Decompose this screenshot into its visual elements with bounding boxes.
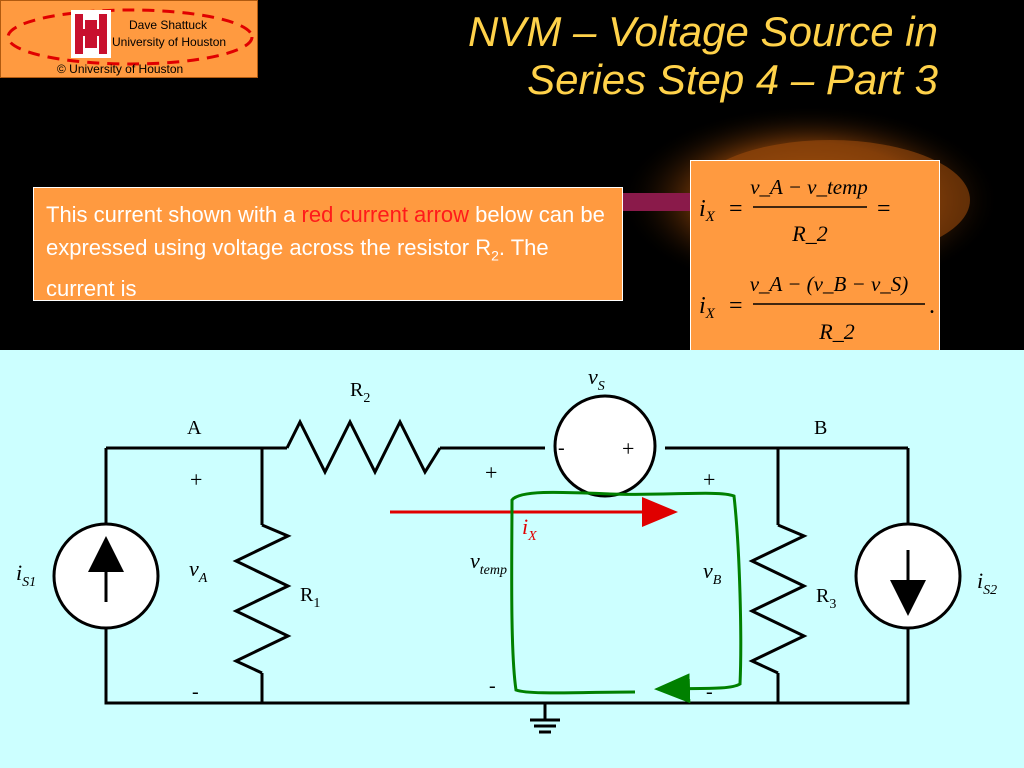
r1-label: R1: [300, 584, 320, 611]
magenta-bar: [620, 193, 700, 211]
is2-label: iS2: [977, 568, 997, 598]
eq2-equals: =: [729, 293, 743, 319]
logo-graphic: [6, 8, 254, 66]
eq2-lhs: iX: [699, 293, 716, 322]
ix-label: iX: [522, 514, 537, 544]
explanation-text-1: This current shown with a: [46, 202, 302, 227]
vs-minus-sign: -: [558, 437, 565, 459]
node-a-label: A: [187, 417, 202, 439]
copyright-text: © University of Houston: [57, 62, 184, 76]
eq1-numerator: v_A − v_temp: [750, 175, 868, 199]
slide-title: NVM – Voltage Source in Series Step 4 – …: [468, 8, 938, 104]
va-label: vA: [189, 556, 208, 586]
resistor-r1: [232, 523, 292, 675]
eq2-denominator: R_2: [818, 319, 854, 344]
eq1-denominator: R_2: [791, 221, 827, 246]
resistor-r2: [285, 418, 442, 476]
university-logo-box: Dave Shattuck University of Houston © Un…: [0, 0, 258, 78]
eq2-period: .: [929, 293, 935, 319]
eq1-equals: =: [729, 196, 743, 222]
r2-label: R2: [350, 379, 370, 406]
circuit-panel: - + A B R2 R1 R3 vS iS1 iS2 vA vB vtemp …: [0, 350, 1024, 768]
va-plus-sign: +: [190, 467, 202, 492]
vs-label: vS: [588, 364, 605, 394]
explanation-text-3: . The current is: [46, 235, 549, 302]
vs-plus-sign: +: [622, 436, 634, 461]
is1-label: iS1: [16, 560, 36, 590]
eq1-trailing-equals: =: [877, 196, 891, 222]
explanation-highlight: red current arrow: [301, 202, 470, 227]
explanation-text-2: below can be expressed using voltage acr…: [46, 202, 605, 260]
title-line-1: NVM – Voltage Source in: [467, 8, 938, 55]
vb-minus-sign: -: [706, 681, 713, 703]
explanation-subscript: 2: [491, 247, 499, 264]
eq2-numerator: v_A − (v_B − v_S): [750, 272, 909, 296]
vtemp-minus-sign: -: [489, 675, 496, 697]
title-line-2: Series Step 4 – Part 3: [527, 56, 938, 103]
va-minus-sign: -: [192, 681, 199, 703]
equations-graphic: iX = v_A − v_temp R_2 = iX = v_A − (v_B …: [699, 175, 935, 344]
institution-name: University of Houston: [112, 35, 227, 49]
vb-plus-sign: +: [703, 467, 715, 492]
voltage-source-vs: [553, 394, 657, 498]
kvl-loop-arrow: [510, 490, 743, 704]
resistor-r3: [748, 523, 808, 675]
dashed-ellipse: [6, 8, 254, 66]
node-b-label: B: [814, 417, 827, 439]
author-name: Dave Shattuck: [129, 18, 208, 32]
r3-label: R3: [816, 585, 836, 612]
vb-label: vB: [703, 558, 722, 588]
ground-symbol: [530, 718, 560, 734]
vtemp-plus-sign: +: [485, 460, 497, 485]
circuit-wires: [104, 446, 910, 720]
circuit-diagram: - + A B R2 R1 R3 vS iS1 iS2 vA vB vtemp …: [16, 364, 997, 734]
equation-box: iX = v_A − v_temp R_2 = iX = v_A − (v_B …: [690, 160, 940, 353]
vtemp-label: vtemp: [470, 548, 507, 578]
eq1-lhs: iX: [699, 196, 716, 225]
explanation-box: This current shown with a red current ar…: [33, 187, 623, 301]
